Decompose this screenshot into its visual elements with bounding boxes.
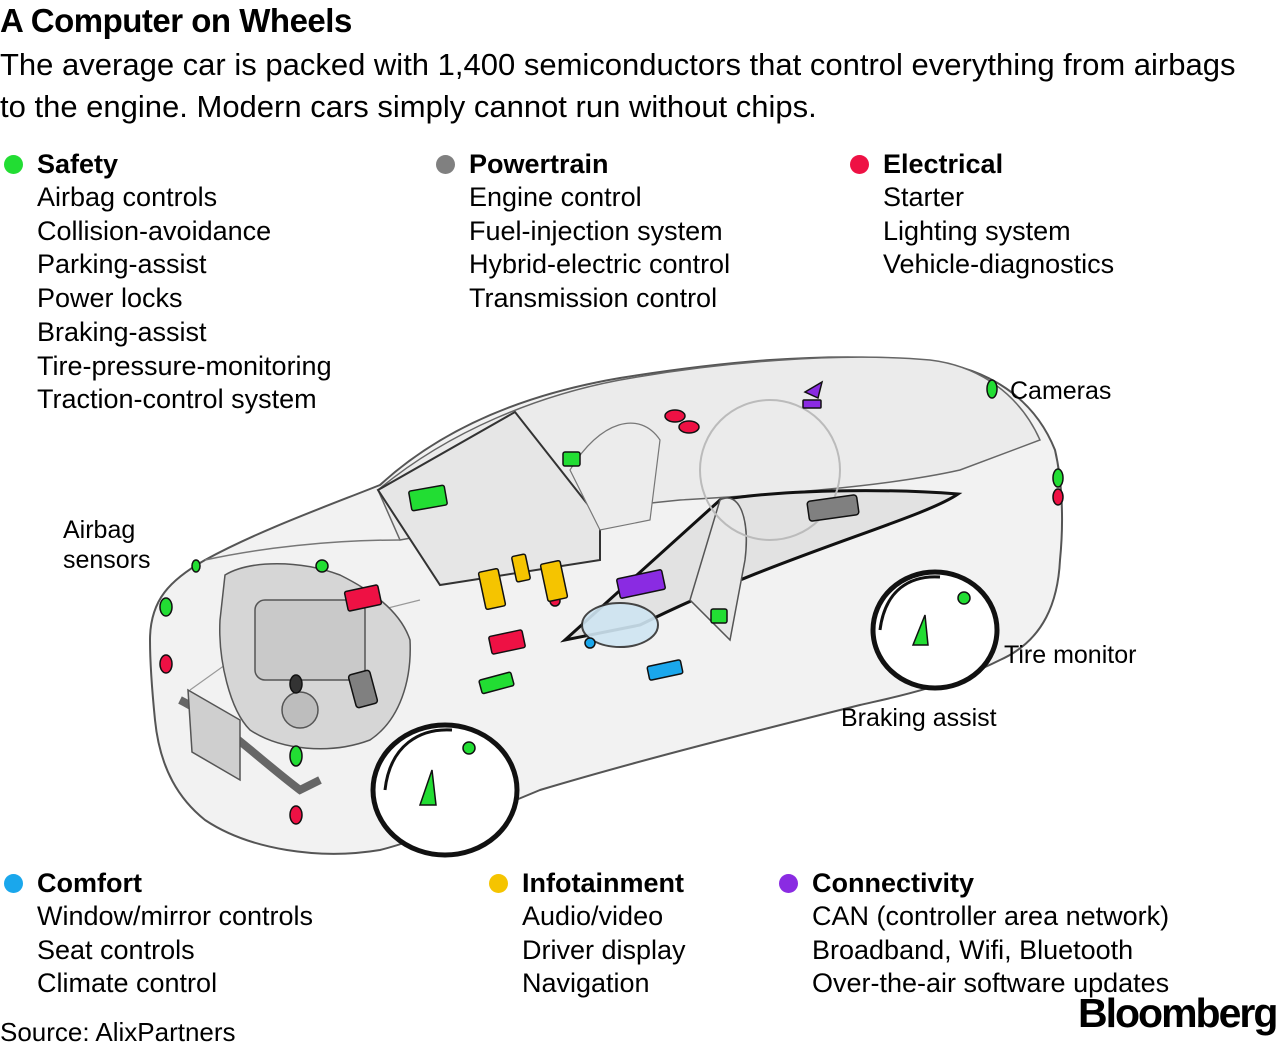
powertrain-dot-icon: [436, 155, 455, 174]
comfort-dot-icon: [4, 874, 23, 893]
trunk-wheel: [699, 399, 841, 541]
connectivity-dot-icon: [779, 874, 798, 893]
comfort-chips: [584, 637, 684, 681]
category-name: Powertrain: [469, 149, 609, 179]
callout-airbag-sensors: Airbag sensors: [63, 516, 151, 574]
list-item: Traction-control system: [37, 384, 317, 415]
list-item: Tire-pressure-monitoring: [37, 350, 332, 381]
side-window: [559, 489, 963, 643]
list-item: Power locks: [37, 283, 183, 314]
list-item: Navigation: [522, 968, 650, 999]
list-item: Seat controls: [37, 934, 195, 965]
list-item: Braking-assist: [37, 316, 207, 347]
list-item: Lighting system: [883, 215, 1071, 246]
category-name: Electrical: [883, 149, 1004, 179]
callout-cameras: Cameras: [1010, 377, 1112, 405]
list-item: Engine control: [469, 182, 642, 212]
chart-subtitle: The average car is packed with 1,400 sem…: [0, 47, 1236, 124]
category-name: Comfort: [37, 868, 142, 898]
category-connectivity: Connectivity CAN (controller area networ…: [775, 866, 1169, 1001]
chart-title: A Computer on Wheels: [0, 2, 352, 39]
steering-wheel: [581, 602, 659, 648]
list-item: Hybrid-electric control: [469, 249, 731, 280]
callout-braking-assist: Braking assist: [841, 704, 997, 732]
list-item: Vehicle-diagnostics: [883, 249, 1115, 280]
bloomberg-logo: Bloomberg: [1078, 990, 1278, 1036]
list-item: Fuel-injection system: [469, 215, 723, 246]
list-item: Audio/video: [522, 901, 664, 931]
wheel-rear: [870, 569, 1000, 691]
list-item: Driver display: [522, 934, 686, 965]
category-electrical: Electrical Starter Lighting system Vehic…: [846, 147, 1114, 282]
list-item: Climate control: [37, 968, 218, 999]
list-item: Starter: [883, 182, 965, 212]
category-powertrain: Powertrain Engine control Fuel-injection…: [432, 147, 730, 316]
category-name: Safety: [37, 149, 119, 179]
list-item: Window/mirror controls: [37, 901, 314, 931]
infotainment-chips: [477, 553, 569, 611]
list-item: Broadband, Wifi, Bluetooth: [812, 934, 1134, 965]
category-name: Connectivity: [812, 868, 975, 898]
category-infotainment: Infotainment Audio/video Driver display …: [485, 866, 686, 1001]
safety-dot-icon: [4, 155, 23, 174]
wheel-front: [370, 722, 520, 858]
category-name: Infotainment: [522, 868, 684, 898]
radiator: [187, 688, 241, 782]
list-item: Collision-avoidance: [37, 215, 272, 246]
list-item: Parking-assist: [37, 249, 207, 280]
electrical-chips: [159, 409, 1064, 825]
connectivity-chips: [616, 380, 824, 599]
list-item: Airbag controls: [37, 182, 218, 212]
callout-tire-monitor: Tire monitor: [1004, 641, 1137, 669]
category-safety: Safety Airbag controls Collision-avoidan…: [0, 147, 332, 417]
source-note: Source: AlixPartners: [0, 1017, 236, 1047]
electrical-dot-icon: [850, 155, 869, 174]
infotainment-dot-icon: [489, 874, 508, 893]
safety-chips: [159, 379, 1064, 767]
list-item: Over-the-air software updates: [812, 968, 1170, 999]
list-item: Transmission control: [469, 283, 718, 314]
rear-seat: [569, 422, 661, 531]
front-seat: [689, 497, 747, 642]
list-item: CAN (controller area network): [812, 901, 1170, 931]
powertrain-chips: [289, 494, 860, 709]
category-comfort: Comfort Window/mirror controls Seat cont…: [0, 866, 313, 1001]
windshield: [376, 410, 601, 587]
